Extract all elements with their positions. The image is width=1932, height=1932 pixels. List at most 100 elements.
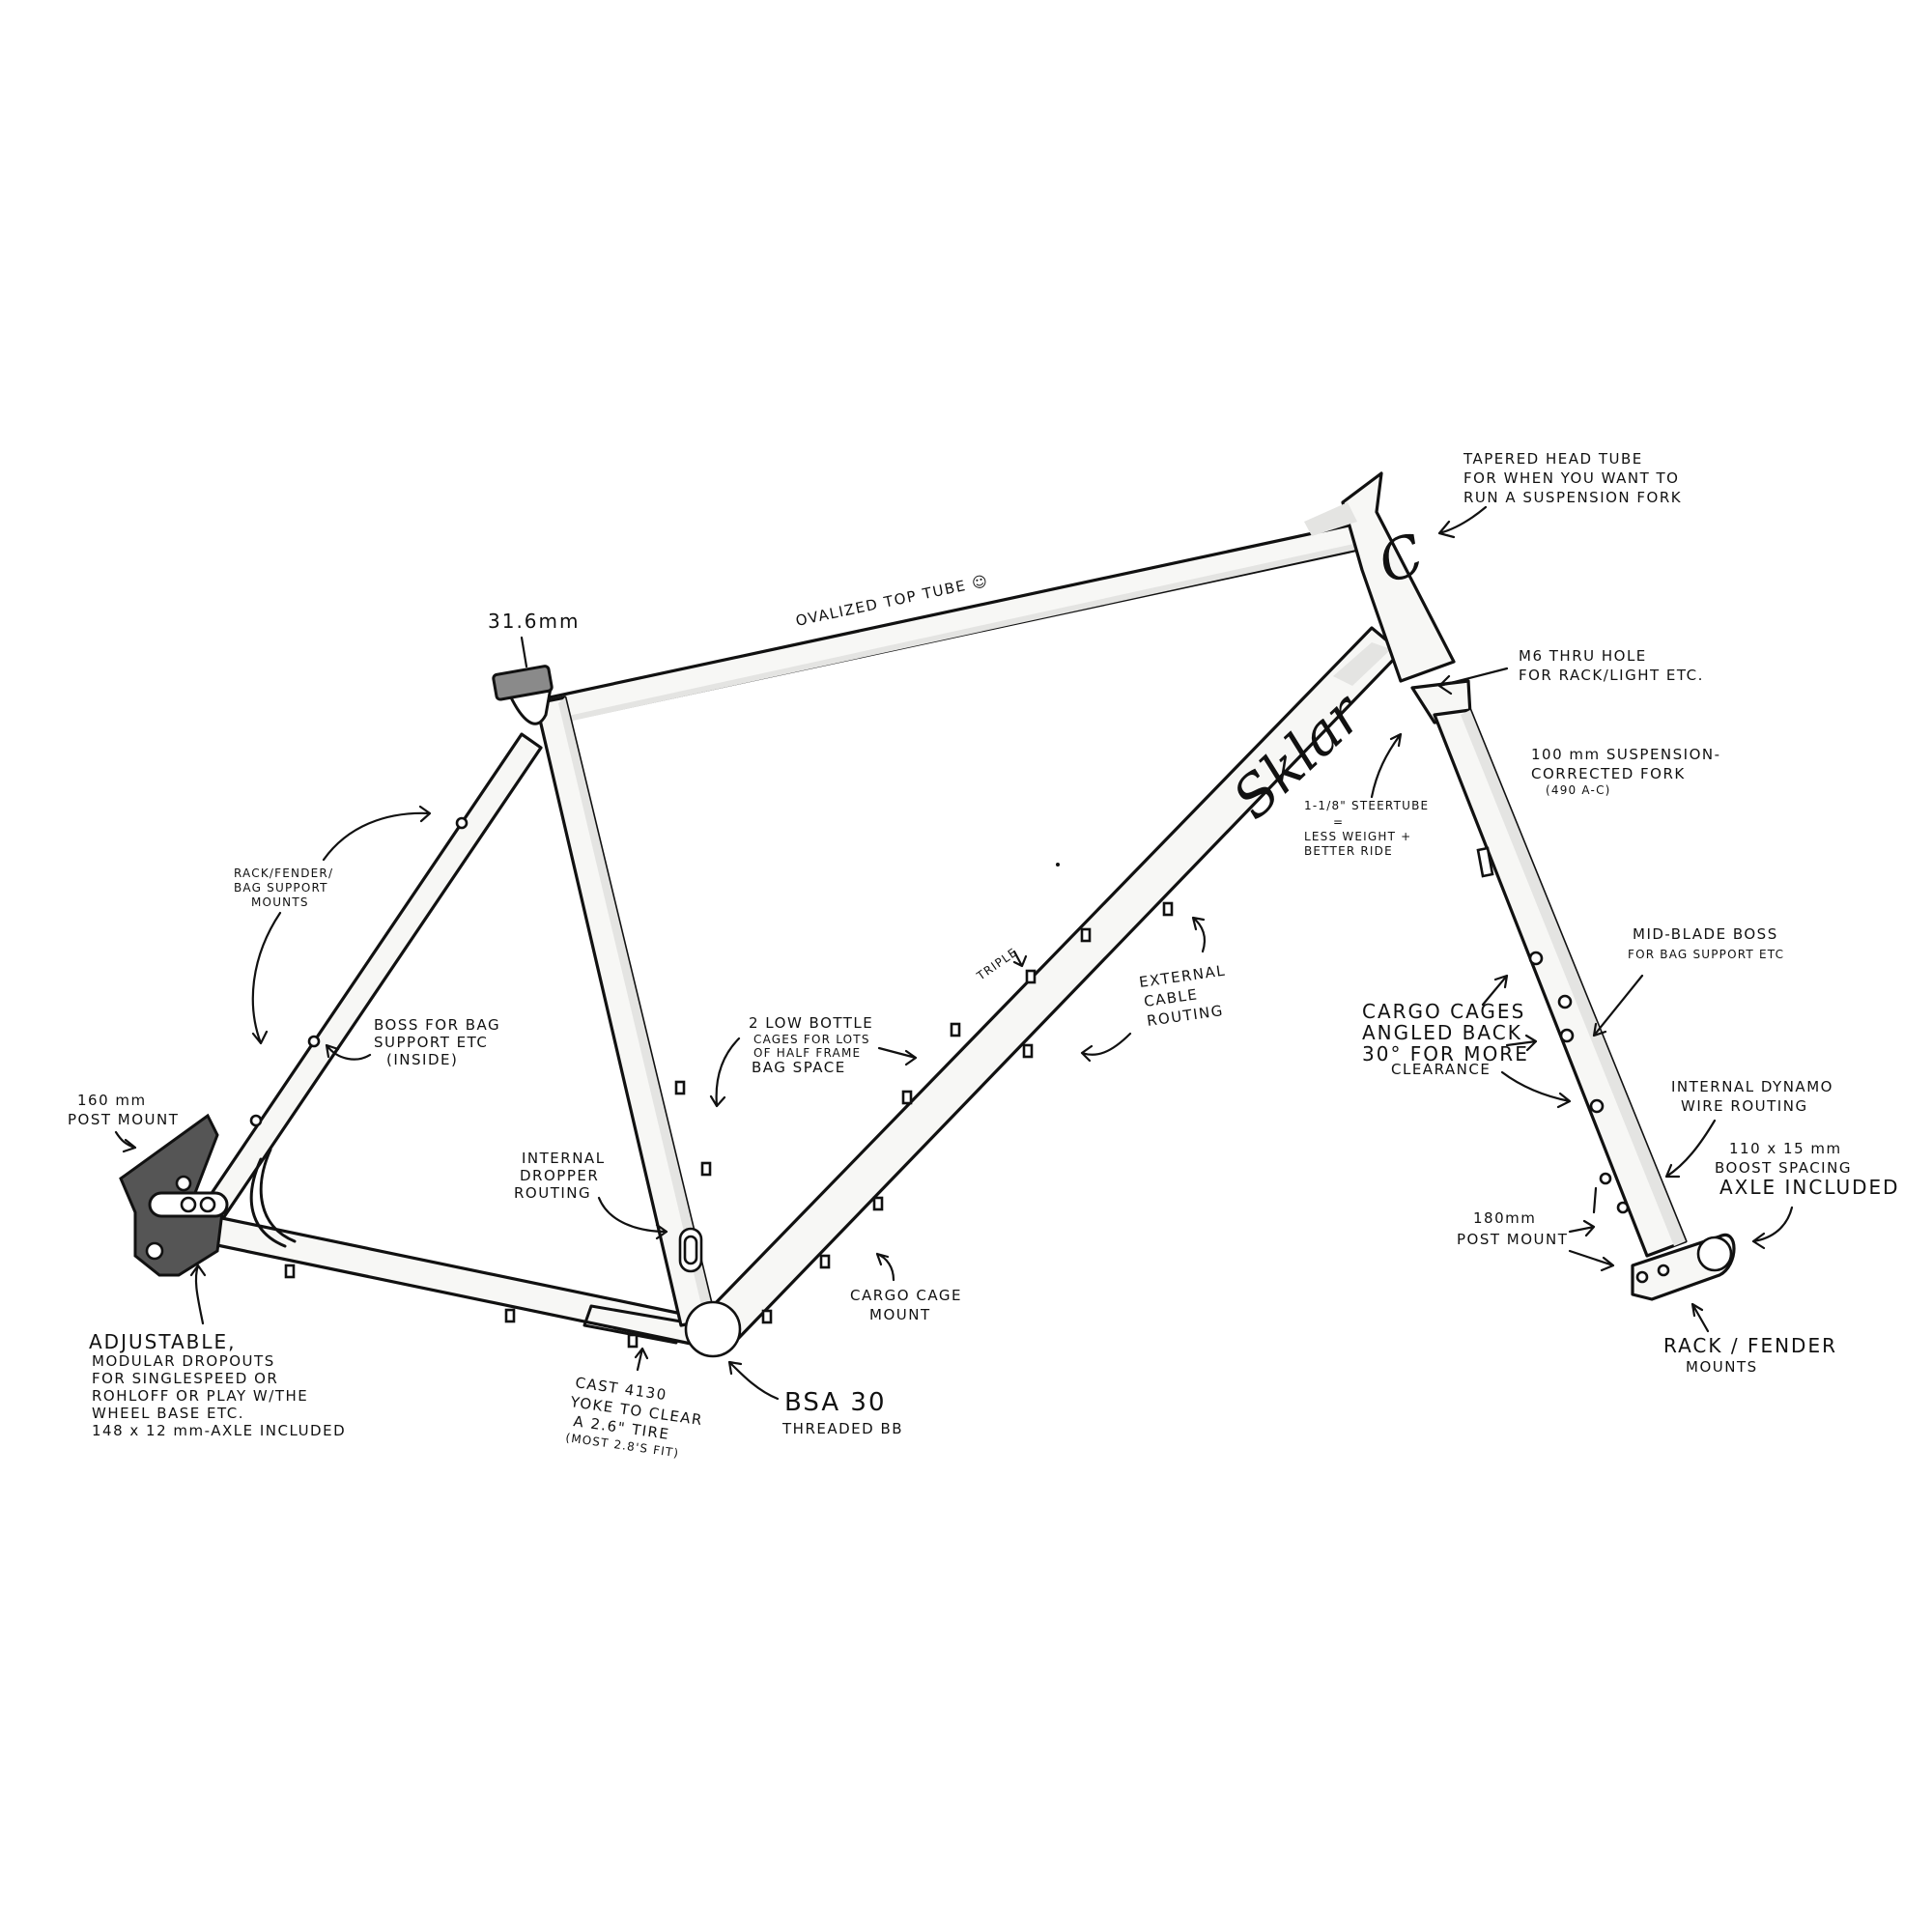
mount-tab: [674, 1080, 686, 1095]
mount-tab: [901, 1090, 913, 1105]
mount-tab: [504, 1308, 516, 1323]
boost-line-1: 110 x 15 mm: [1729, 1140, 1842, 1157]
dropouts-line-6: 148 x 12 mm-AXLE INCLUDED: [92, 1422, 346, 1439]
boss-bag-arrow: [325, 1043, 372, 1061]
bottle-cages-line-3: OF HALF FRAME: [753, 1046, 861, 1060]
external-cable-arrow-down: [1080, 1032, 1132, 1063]
post-160-arrow: [114, 1130, 137, 1153]
dropper-line-1: INTERNAL: [522, 1150, 606, 1167]
fork-blade-shade: [1461, 710, 1686, 1246]
fork-boss-3: [1559, 1028, 1575, 1043]
fork-boss-1: [1528, 951, 1544, 966]
boss-bag-note: BOSS FOR BAG SUPPORT ETC (INSIDE): [325, 1016, 499, 1068]
cargo-mount-line-2: MOUNT: [869, 1306, 931, 1323]
post-180-line-2: POST MOUNT: [1457, 1231, 1568, 1248]
dropout-bolt-b: [199, 1196, 216, 1213]
rack-fender-arrow: [1690, 1302, 1710, 1333]
boss-bag-line-3: (INSIDE): [386, 1051, 458, 1068]
bb-arrow: [727, 1360, 780, 1401]
dropper-line-2: DROPPER: [520, 1167, 599, 1184]
mount-tab: [284, 1264, 296, 1279]
boost-line-3: AXLE INCLUDED: [1719, 1176, 1900, 1199]
dropouts-arrow: [189, 1264, 207, 1325]
mount-tab: [627, 1333, 639, 1349]
post-180-note: 180mm POST MOUNT: [1457, 1186, 1615, 1272]
head-tube: [1341, 471, 1456, 683]
cargo-mount-note: CARGO CAGE MOUNT: [850, 1252, 960, 1323]
rack-fender-line-1: RACK / FENDER: [1663, 1334, 1837, 1357]
mount-tab: [950, 1022, 961, 1037]
frame: [119, 471, 1736, 1358]
dropouts-line-2: MODULAR DROPOUTS: [92, 1352, 275, 1370]
fork: [1410, 679, 1736, 1301]
fork-post-mount-2: [1616, 1201, 1630, 1214]
m6-arrow: [1437, 667, 1509, 696]
post-180-arrow-down: [1568, 1249, 1615, 1272]
post-180-tick: [1592, 1186, 1598, 1214]
external-cable-arrow-up: [1191, 916, 1207, 953]
mount-tab: [700, 1161, 712, 1177]
steertube-note-line-3: LESS WEIGHT +: [1304, 830, 1411, 843]
boost-arrow: [1751, 1206, 1794, 1250]
post-180-line-1: 180mm: [1473, 1209, 1536, 1227]
top-tube: [534, 520, 1378, 726]
tire-clearance-curve: [259, 1148, 297, 1243]
cargo-cages-line-2: ANGLED BACK: [1362, 1021, 1522, 1044]
steertube-note-line-4: BETTER RIDE: [1304, 844, 1393, 858]
mid-blade-line-2: FOR BAG SUPPORT ETC: [1628, 948, 1784, 961]
rack-fender-bag-line-1: RACK/FENDER/: [234, 867, 333, 880]
dynamo-line-2: WIRE ROUTING: [1681, 1097, 1808, 1115]
cargo-cages-line-3: 30° FOR MORE: [1362, 1042, 1529, 1065]
steertube-note-line-2: =: [1333, 815, 1344, 829]
boost-line-2: BOOST SPACING: [1715, 1159, 1852, 1177]
post-180-arrow-up: [1568, 1219, 1596, 1237]
fork-axle: [1696, 1236, 1733, 1272]
mount-tab: [1022, 1043, 1034, 1059]
head-tube-note-line-1: TAPERED HEAD TUBE: [1463, 450, 1643, 468]
dropouts-line-1: ADJUSTABLE,: [89, 1330, 237, 1353]
mount-tab: [761, 1309, 773, 1324]
dropper-note: INTERNAL DROPPER ROUTING: [514, 1150, 668, 1240]
seatstay-boss-3: [249, 1114, 263, 1127]
fork-note-line-1: 100 mm SUSPENSION-: [1531, 746, 1721, 763]
rack-fender-bag-arrow-down: [251, 911, 282, 1045]
dropper-port-inner: [683, 1235, 698, 1265]
bottle-cages-line-1: 2 LOW BOTTLE: [749, 1014, 873, 1032]
seatpost-arrow: [520, 636, 528, 668]
fork-rack-tab: [1476, 846, 1494, 878]
dropper-line-3: ROUTING: [514, 1184, 591, 1202]
fork-boss-2: [1557, 994, 1573, 1009]
down-tube-shade: [1333, 642, 1391, 686]
yoke-note: CAST 4130 YOKE TO CLEAR A 2.6" TIRE (MOS…: [565, 1347, 704, 1460]
rack-fender-line-2: MOUNTS: [1686, 1358, 1758, 1376]
rack-fender-bag-line-2: BAG SUPPORT: [234, 881, 328, 895]
cargo-cages-arrow-down: [1500, 1070, 1572, 1109]
steertube-note-line-1: 1-1/8" STEERTUBE: [1304, 799, 1429, 812]
top-tube-shade: [551, 541, 1374, 724]
dropouts-note: ADJUSTABLE, MODULAR DROPOUTS FOR SINGLES…: [89, 1264, 346, 1439]
cargo-cages-arrow-right: [1505, 1034, 1538, 1052]
seatpost-label: 31.6mm: [488, 610, 581, 633]
dropper-arrow: [597, 1196, 668, 1240]
fork-post-mount-1: [1599, 1172, 1612, 1185]
dynamo-line-1: INTERNAL DYNAMO: [1671, 1078, 1833, 1095]
head-tube-shade: [1304, 502, 1357, 536]
m6-note: M6 THRU HOLE FOR RACK/LIGHT ETC.: [1437, 647, 1702, 696]
tire-clearance-curve-inner: [249, 1157, 287, 1248]
mid-blade-arrow: [1592, 974, 1644, 1037]
bottle-cages-line-4: BAG SPACE: [752, 1059, 846, 1076]
rack-fender-bag-arrow-up: [322, 805, 432, 862]
head-tube-note-line-2: FOR WHEN YOU WANT TO: [1463, 469, 1680, 487]
mount-tab: [1162, 901, 1174, 917]
yoke-arrow: [634, 1347, 649, 1372]
cargo-cages-line-1: CARGO CAGES: [1362, 1000, 1525, 1023]
rack-fender-bag-line-3: MOUNTS: [251, 895, 309, 909]
stray-dot: [1056, 863, 1060, 867]
rear-dropout: [119, 1113, 229, 1277]
mount-tab: [872, 1196, 884, 1211]
boost-note: 110 x 15 mm BOOST SPACING AXLE INCLUDED: [1715, 1140, 1900, 1250]
rack-fender-bag-note: RACK/FENDER/ BAG SUPPORT MOUNTS: [234, 805, 432, 1045]
m6-note-line-1: M6 THRU HOLE: [1519, 647, 1647, 665]
dropout-hole: [145, 1241, 164, 1261]
